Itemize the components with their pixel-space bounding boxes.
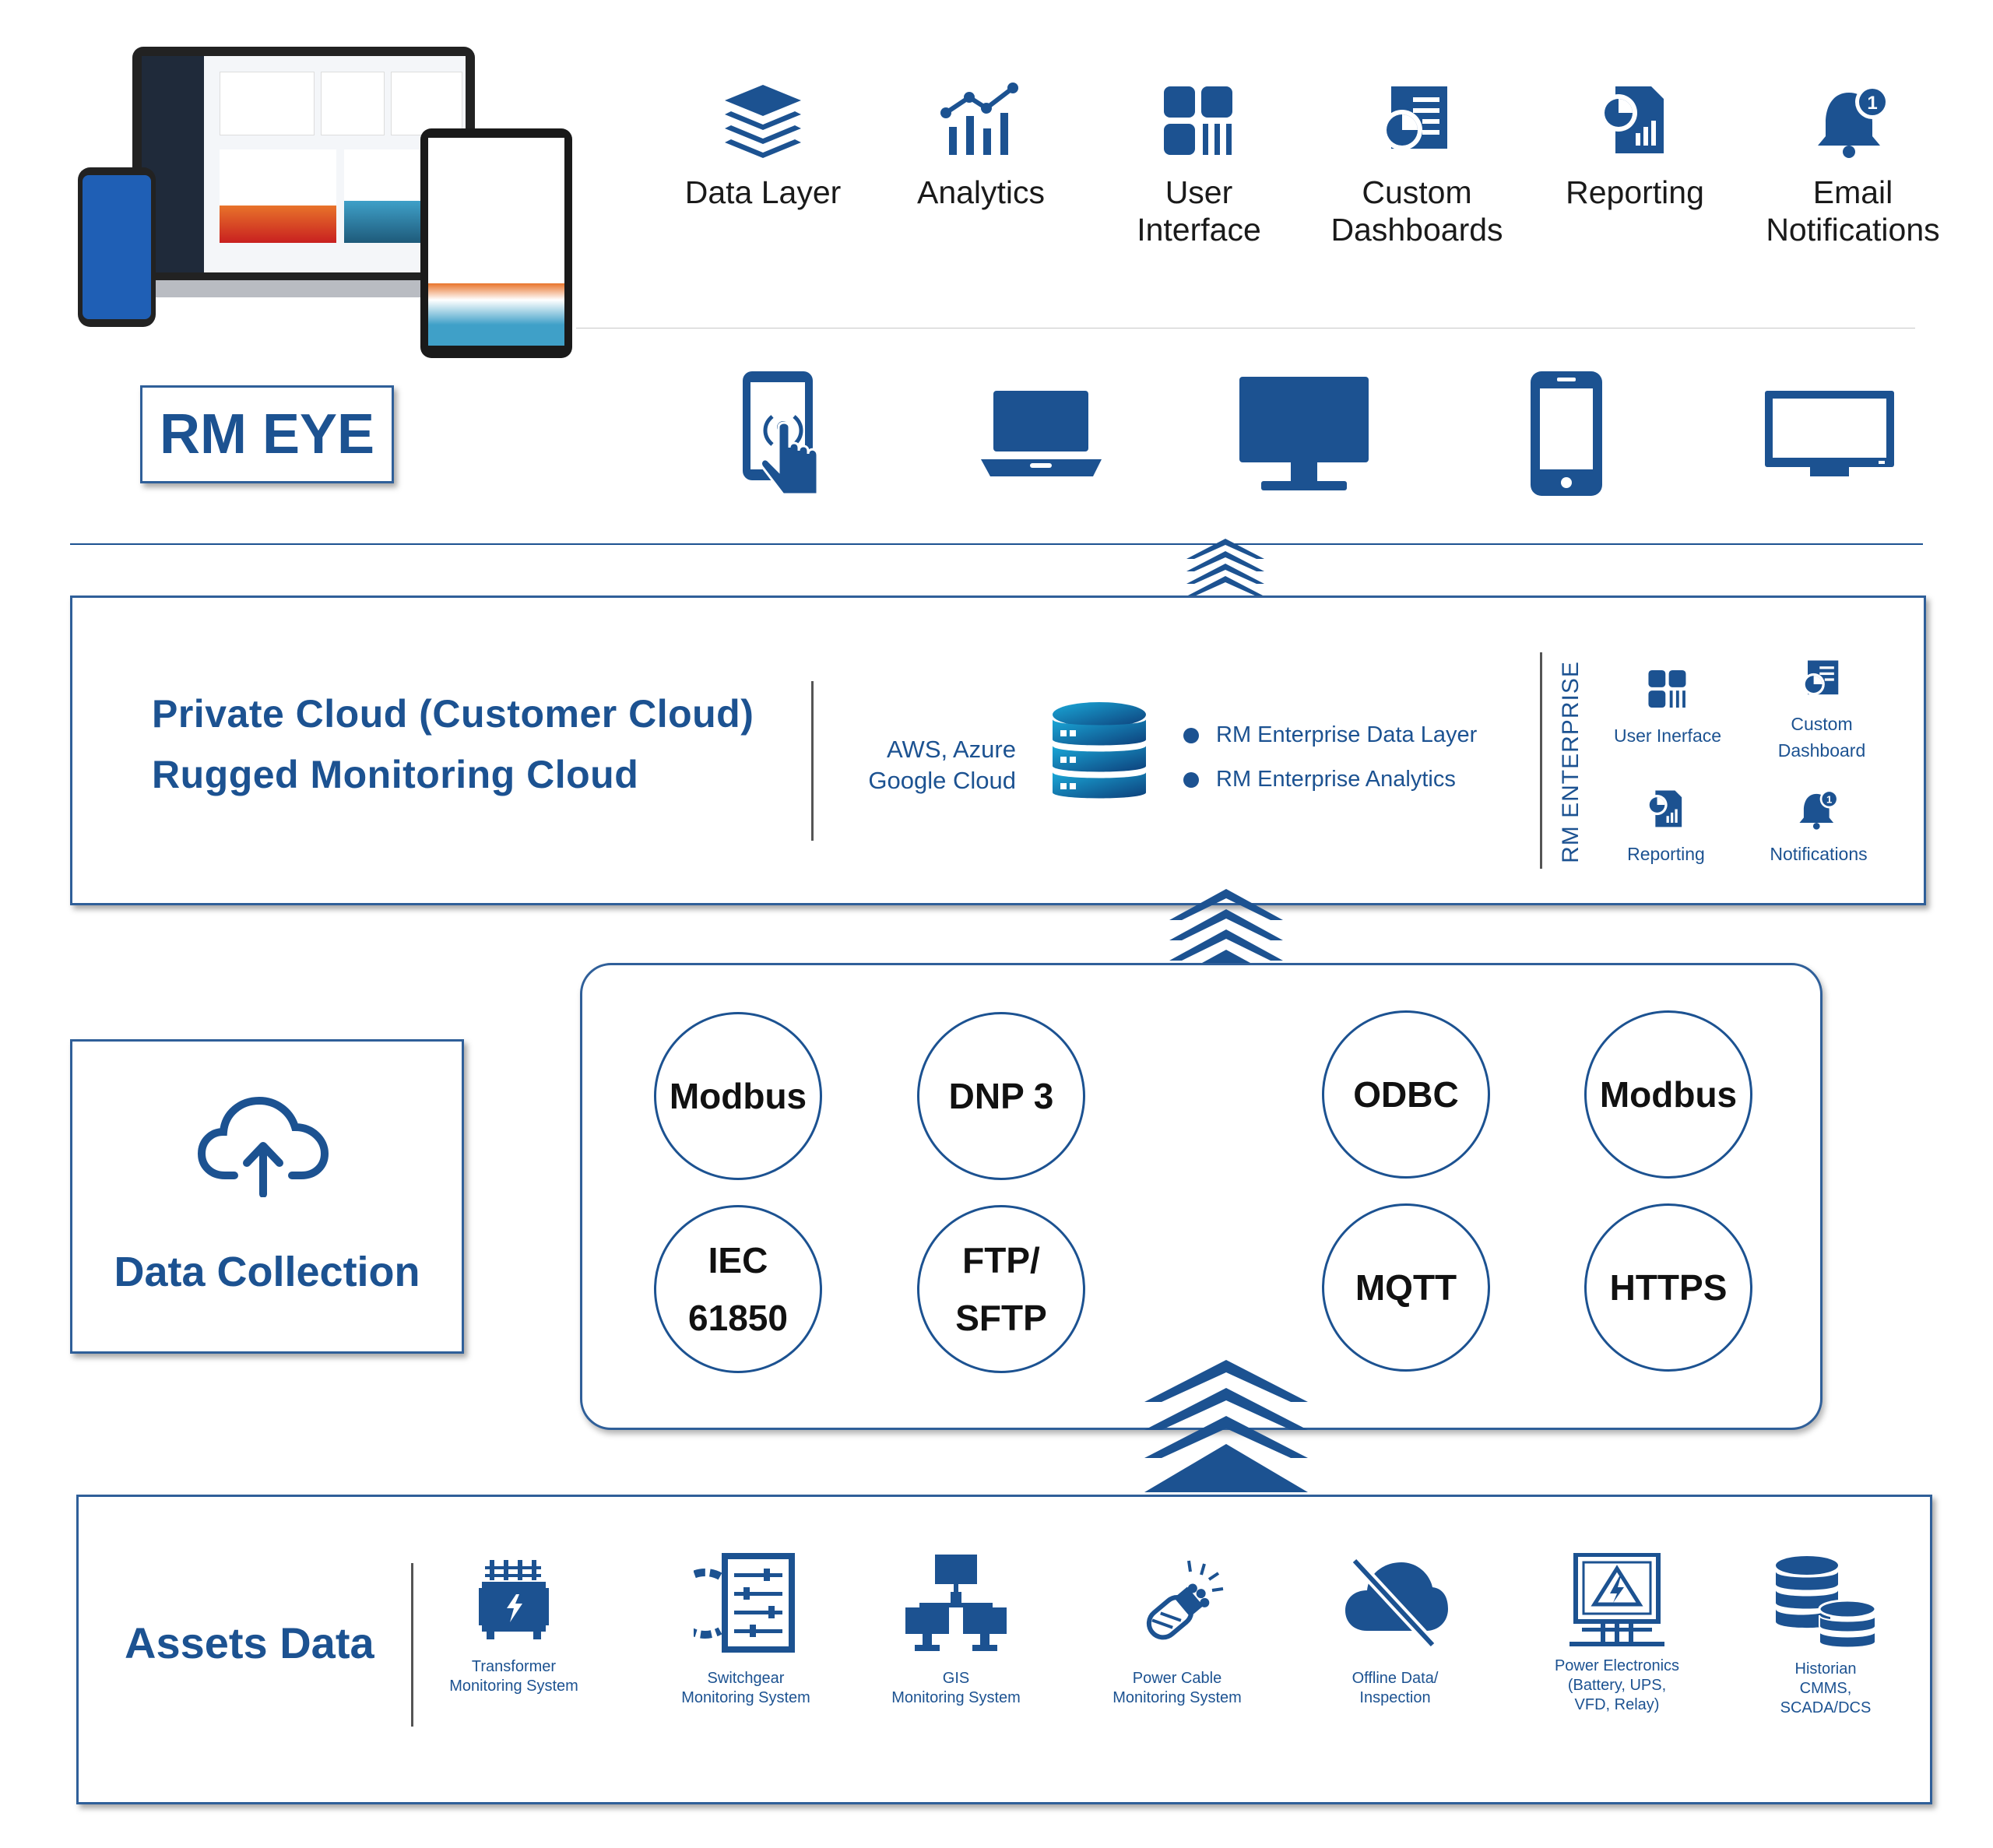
custom-dashboard-icon <box>1802 660 1839 696</box>
tv-display-icon <box>1765 391 1894 476</box>
asset-label: Transformer Monitoring System <box>449 1658 578 1695</box>
asset-label: Switchgear Monitoring System <box>681 1670 810 1706</box>
enterprise-label: RM ENTERPRISE <box>1558 661 1584 863</box>
bell-notification-icon: 1 <box>1818 85 1889 158</box>
asset-label: Power Electronics (Battery, UPS, VFD, Re… <box>1554 1657 1680 1713</box>
cloud-title-2: Rugged Monitoring Cloud <box>152 753 639 796</box>
feature-label: Data Layer <box>684 174 842 210</box>
feature-reporting: Reporting <box>1534 82 1736 211</box>
asset-label: Offline Data/ Inspection <box>1352 1670 1439 1706</box>
bullet-label: RM Enterprise Data Layer <box>1216 722 1478 747</box>
protocol-https: HTTPS <box>1584 1203 1752 1372</box>
report-document-icon <box>1647 790 1682 827</box>
feature-label: Reporting <box>1566 174 1704 210</box>
bullet-item: RM Enterprise Analytics <box>1183 767 1456 792</box>
device-mockups <box>78 43 584 362</box>
asset-label: Power Cable Monitoring System <box>1112 1670 1242 1706</box>
asset-label: Historian CMMS, SCADA/DCS <box>1780 1660 1872 1716</box>
desktop-monitor-icon <box>1239 377 1369 490</box>
cloud-box <box>70 596 1926 905</box>
switchgear-icon <box>670 1553 795 1653</box>
bullet-dot <box>1183 771 1199 788</box>
enterprise-item-label: User Inerface <box>1613 725 1722 746</box>
laptop-mockup <box>132 47 475 280</box>
up-arrows-icon <box>1144 1360 1308 1492</box>
asset-gis: GIS Monitoring System <box>863 1553 1049 1708</box>
report-document-icon <box>1600 86 1664 153</box>
asset-switchgear: Switchgear Monitoring System <box>652 1553 839 1708</box>
feature-custom-dashboards: Custom Dashboards <box>1316 82 1518 248</box>
protocol-ftp-sftp: FTP/ SFTP <box>917 1205 1085 1373</box>
gis-network-icon <box>905 1555 1007 1651</box>
asset-power-cable: Power Cable Monitoring System <box>1084 1553 1271 1708</box>
enterprise-custom-dashboard: Custom Dashboard <box>1744 658 1900 764</box>
asset-transformer: Transformer Monitoring System <box>420 1557 607 1696</box>
feature-label: User Interface <box>1137 174 1261 248</box>
tablet-mockup <box>420 128 572 358</box>
feature-analytics: Analytics <box>880 82 1082 211</box>
notification-badge: 1 <box>1826 793 1832 805</box>
assets-title: Assets Data <box>125 1618 374 1667</box>
dashboard-grid-icon <box>1648 670 1686 708</box>
up-arrows-icon <box>1186 539 1264 596</box>
cloud-database-icon <box>1053 702 1146 799</box>
notification-badge: 1 <box>1867 93 1877 114</box>
bullet-dot <box>1183 727 1199 743</box>
smartphone-icon <box>1531 371 1602 496</box>
protocol-odbc: ODBC <box>1322 1010 1490 1179</box>
enterprise-item-label: Custom Dashboard <box>1777 714 1866 761</box>
protocol-modbus: Modbus <box>1584 1010 1752 1179</box>
assets-divider <box>411 1563 413 1727</box>
bullet-label: RM Enterprise Analytics <box>1216 767 1456 792</box>
cloud-title-1: Private Cloud (Customer Cloud) <box>152 692 754 736</box>
transformer-icon <box>479 1560 549 1639</box>
asset-offline-data: Offline Data/ Inspection <box>1302 1553 1489 1708</box>
phone-mockup <box>78 167 156 327</box>
bell-notification-icon: 1 <box>1799 789 1839 830</box>
enterprise-user-interface: User Inerface <box>1590 666 1745 749</box>
feature-label: Email Notifications <box>1766 174 1940 248</box>
cloud-upload-icon <box>197 1096 329 1197</box>
providers-line-2: Google Cloud <box>868 767 1016 794</box>
asset-historian: Historian CMMS, SCADA/DCS <box>1732 1553 1919 1718</box>
feature-email-notifications: 1 Email Notifications <box>1752 82 1954 248</box>
data-collection-title: Data Collection <box>114 1249 420 1295</box>
feature-data-layer: Data Layer <box>662 82 864 211</box>
asset-label: GIS Monitoring System <box>891 1670 1021 1706</box>
power-cable-icon <box>1146 1560 1224 1640</box>
data-collection-box: Data Collection <box>70 1039 464 1354</box>
protocol-mqtt: MQTT <box>1322 1203 1490 1372</box>
power-electronics-icon <box>1569 1552 1664 1646</box>
providers-line-1: AWS, Azure <box>887 736 1016 763</box>
feature-label: Custom Dashboards <box>1330 174 1503 248</box>
rm-eye-title: RM EYE <box>159 403 375 466</box>
enterprise-item-label: Notifications <box>1770 844 1868 864</box>
rm-eye-box: RM EYE <box>140 385 394 483</box>
enterprise-notifications: 1 Notifications <box>1741 788 1896 867</box>
cloud-divider <box>811 681 814 841</box>
protocol-dnp3: DNP 3 <box>917 1012 1085 1180</box>
analytics-chart-icon <box>940 83 1018 155</box>
layers-icon <box>725 85 801 158</box>
enterprise-reporting: Reporting <box>1588 788 1744 867</box>
feature-user-interface: User Interface <box>1098 82 1300 248</box>
bullet-item: RM Enterprise Data Layer <box>1183 722 1477 748</box>
asset-power-electronics: Power Electronics (Battery, UPS, VFD, Re… <box>1524 1552 1710 1715</box>
protocol-iec-61850: IEC 61850 <box>654 1205 822 1373</box>
protocol-modbus: Modbus <box>654 1012 822 1180</box>
custom-dashboard-icon <box>1382 86 1447 150</box>
touch-tablet-icon <box>743 371 819 496</box>
dashboard-grid-icon <box>1164 86 1232 155</box>
divider-rm-eye <box>70 543 1923 545</box>
historian-database-icon <box>1776 1556 1877 1649</box>
enterprise-item-label: Reporting <box>1627 844 1705 864</box>
feature-label: Analytics <box>916 174 1046 210</box>
assets-box <box>76 1495 1932 1804</box>
enterprise-divider <box>1540 652 1542 869</box>
laptop-icon <box>981 391 1102 476</box>
offline-cloud-icon <box>1345 1557 1448 1649</box>
